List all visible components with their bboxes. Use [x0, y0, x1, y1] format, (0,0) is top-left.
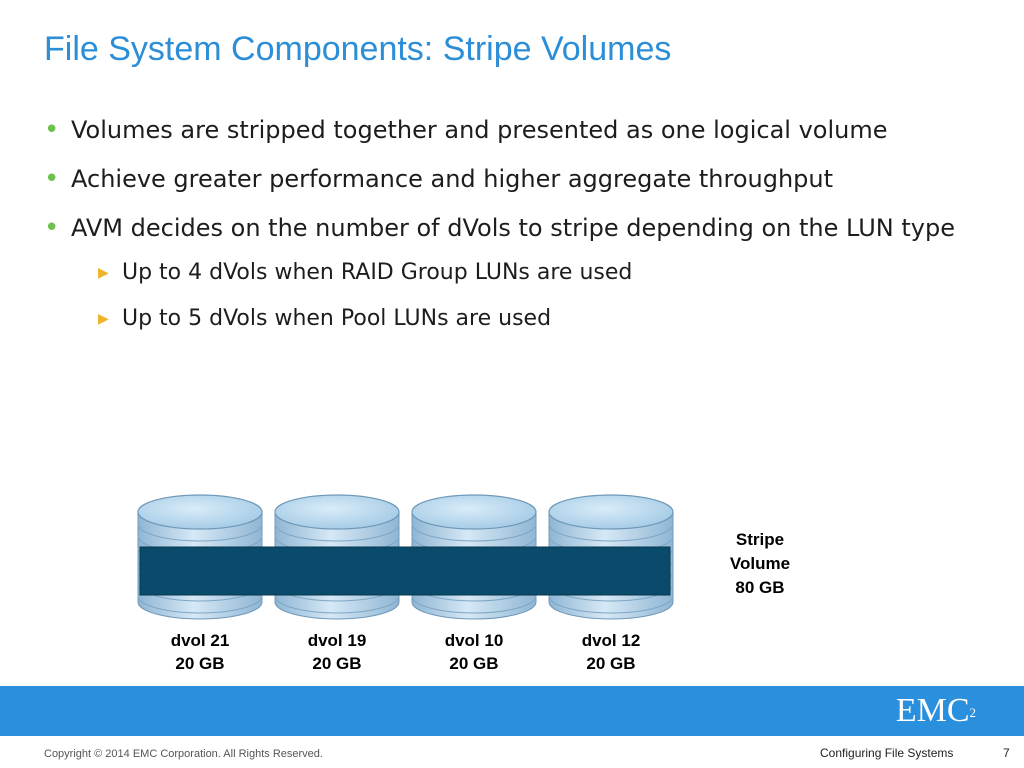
bullet-dot-icon: •	[44, 213, 60, 243]
stripe-band	[139, 546, 671, 596]
disk-size-label: 20 GB	[175, 654, 224, 673]
disk-name-label: dvol 21	[171, 631, 230, 650]
emc-logo: EMC2	[896, 694, 976, 728]
disk-name-label: dvol 10	[445, 631, 504, 650]
subbullet-text: Up to 5 dVols when Pool LUNs are used	[122, 306, 552, 331]
stripe-label-line: Stripe	[735, 530, 785, 549]
bullet-list: • Volumes are stripped together and pres…	[44, 110, 984, 348]
disk-size-label: 20 GB	[312, 654, 361, 673]
bullet-item: • Achieve greater performance and higher…	[44, 159, 984, 199]
logo-text: EMC	[895, 692, 970, 729]
disk-top	[274, 494, 400, 530]
bullet-dot-icon: •	[44, 164, 60, 194]
copyright-text: Copyright © 2014 EMC Corporation. All Ri…	[44, 748, 323, 760]
subbullet-list: ▶ Up to 4 dVols when RAID Group LUNs are…	[71, 253, 984, 339]
arrow-right-icon: ▶	[98, 311, 109, 327]
disk-name-label: dvol 12	[582, 631, 641, 650]
disk-name-label: dvol 19	[308, 631, 367, 650]
bullet-text: AVM decides on the number of dVols to st…	[71, 214, 955, 242]
subbullet-text: Up to 4 dVols when RAID Group LUNs are u…	[122, 260, 633, 285]
bullet-item: • AVM decides on the number of dVols to …	[44, 208, 984, 339]
bullet-text: Volumes are stripped together and presen…	[71, 116, 888, 144]
slide-title: File System Components: Stripe Volumes	[44, 30, 672, 68]
arrow-right-icon: ▶	[98, 265, 109, 281]
disk-top	[411, 494, 537, 530]
disk-size-label: 20 GB	[586, 654, 635, 673]
subbullet-item: ▶ Up to 5 dVols when Pool LUNs are used	[71, 299, 984, 339]
stripe-label-line: 80 GB	[735, 578, 785, 597]
bullet-item: • Volumes are stripped together and pres…	[44, 110, 984, 150]
stripe-volume-diagram: dvol 21 20 GB dvol 19 20 GB dvol 10 20 GB dvol…	[137, 494, 674, 673]
bullet-dot-icon: •	[44, 115, 60, 145]
stripe-volume-label: Stripe Volume 80 GB	[715, 528, 805, 600]
disk-size-label: 20 GB	[449, 654, 498, 673]
bullet-text: Achieve greater performance and higher a…	[71, 165, 834, 193]
disk-top	[137, 494, 263, 530]
footer-title: Configuring File Systems	[820, 746, 954, 760]
stripe-label-line: Volume	[729, 554, 791, 573]
disk-top	[548, 494, 674, 530]
footer-band: EMC2	[0, 686, 1024, 736]
logo-superscript: 2	[969, 705, 977, 720]
subbullet-item: ▶ Up to 4 dVols when RAID Group LUNs are…	[71, 253, 984, 293]
page-number: 7	[1003, 746, 1010, 760]
